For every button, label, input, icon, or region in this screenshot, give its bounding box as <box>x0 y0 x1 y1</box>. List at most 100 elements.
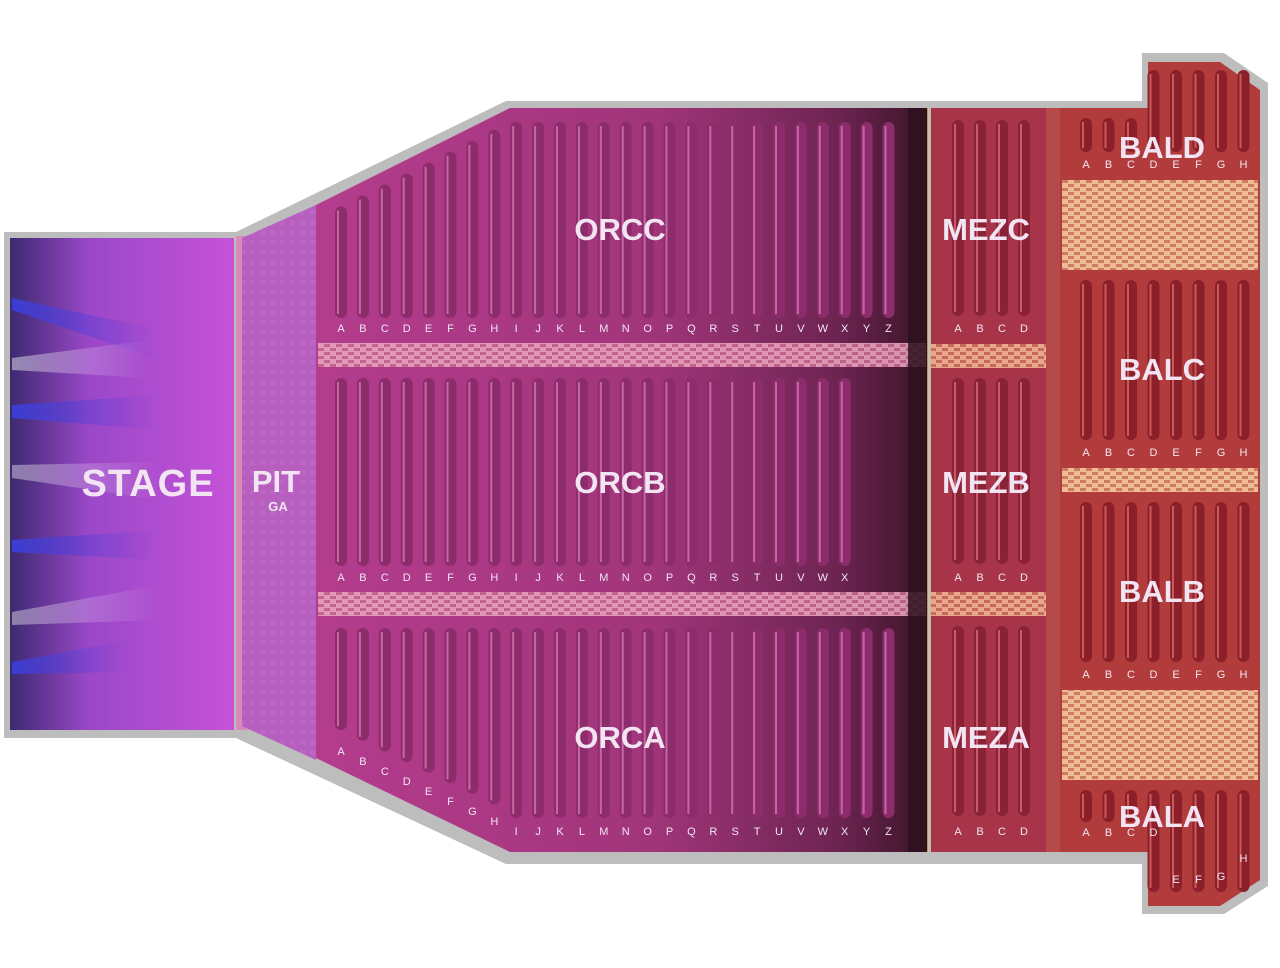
orca-row-z[interactable] <box>882 628 895 818</box>
orcb-row-d[interactable] <box>400 378 413 566</box>
orcc-row-f[interactable] <box>444 151 457 318</box>
orcc-row-s[interactable] <box>729 122 742 318</box>
bald-label: BALD <box>1119 130 1205 165</box>
orcb-row-g[interactable] <box>466 378 479 566</box>
orca-row-s[interactable] <box>729 628 742 818</box>
orca-row-a[interactable] <box>335 628 347 731</box>
orcc-row-b[interactable] <box>356 195 369 318</box>
orca-row-x[interactable] <box>838 628 851 818</box>
orcc-row-z[interactable] <box>882 122 895 318</box>
orca-row-c[interactable] <box>378 628 391 752</box>
balc-row-label: E <box>1172 447 1179 459</box>
bala-row-b[interactable] <box>1102 790 1115 822</box>
orca-row-d[interactable] <box>400 628 413 762</box>
orca-row-u[interactable] <box>773 628 785 818</box>
orcc-row-k[interactable] <box>554 122 566 318</box>
section-pit[interactable]: PIT GA <box>236 205 316 760</box>
orcb-row-highlight <box>577 382 580 562</box>
orcc-row-w[interactable] <box>816 122 829 318</box>
orcc-row-label: W <box>818 323 829 335</box>
stage-area: STAGE <box>10 238 234 730</box>
orcb-row-t[interactable] <box>751 378 764 566</box>
orcb-row-s[interactable] <box>729 378 742 566</box>
orcc-row-j[interactable] <box>532 122 545 318</box>
orcc-row-h[interactable] <box>488 129 501 318</box>
orcb-row-w[interactable] <box>816 378 829 566</box>
orcc-row-i[interactable] <box>510 122 523 318</box>
orcc-row-x[interactable] <box>838 122 851 318</box>
orcc-row-d[interactable] <box>400 173 413 318</box>
bala-row-a[interactable] <box>1080 790 1092 822</box>
orca-row-y[interactable] <box>860 628 873 818</box>
bala-row-label: D <box>1150 827 1158 839</box>
orcc-row-a[interactable] <box>335 206 347 319</box>
orca-row-b[interactable] <box>356 628 369 741</box>
orcc-row-highlight <box>731 126 734 314</box>
orca-row-w[interactable] <box>816 628 829 818</box>
orcc-row-y[interactable] <box>860 122 873 318</box>
orca-row-q[interactable] <box>685 628 698 818</box>
orca-row-j[interactable] <box>532 628 545 818</box>
orca-row-label: K <box>556 826 564 838</box>
balb-row-h[interactable] <box>1237 502 1250 662</box>
balc-row-a[interactable] <box>1080 280 1092 440</box>
balb-row-g[interactable] <box>1215 502 1227 662</box>
orca-row-h[interactable] <box>488 628 501 805</box>
orcb-row-u[interactable] <box>773 378 785 566</box>
orca-row-r[interactable] <box>707 628 720 818</box>
orcb-row-x[interactable] <box>838 378 851 566</box>
orcc-row-label: V <box>797 323 805 335</box>
orcc-row-g[interactable] <box>466 140 479 318</box>
orcc-row-q[interactable] <box>685 122 698 318</box>
orcb-row-label: F <box>447 572 454 584</box>
orcb-row-q[interactable] <box>685 378 698 566</box>
orca-row-v[interactable] <box>794 628 807 818</box>
orcb-row-r[interactable] <box>707 378 720 566</box>
orcb-row-b[interactable] <box>356 378 369 566</box>
orca-row-k[interactable] <box>554 628 566 818</box>
orcb-row-highlight <box>337 382 339 562</box>
balc-row-b[interactable] <box>1102 280 1115 440</box>
orcb-row-i[interactable] <box>510 378 523 566</box>
mezc-row-highlight <box>998 124 1000 312</box>
orcb-row-c[interactable] <box>378 378 391 566</box>
orcb-row-a[interactable] <box>335 378 347 566</box>
orcc-row-t[interactable] <box>751 122 764 318</box>
bald-row-g[interactable] <box>1215 70 1227 152</box>
bald-row-h[interactable] <box>1237 70 1250 152</box>
orcc-row-v[interactable] <box>794 122 807 318</box>
bala-row-h[interactable] <box>1237 790 1250 892</box>
orca-row-e[interactable] <box>422 628 435 773</box>
orcb-row-k[interactable] <box>554 378 566 566</box>
orcb-row-j[interactable] <box>532 378 545 566</box>
orca-row-i[interactable] <box>510 628 523 818</box>
orcb-row-f[interactable] <box>444 378 457 566</box>
orca-row-f[interactable] <box>444 628 457 784</box>
orcc-row-highlight <box>512 126 515 314</box>
orcc-row-e[interactable] <box>422 162 435 318</box>
orcb-row-v[interactable] <box>794 378 807 566</box>
orcc-row-r[interactable] <box>707 122 720 318</box>
bald-row-b[interactable] <box>1102 118 1115 152</box>
bald-row-a[interactable] <box>1080 118 1092 152</box>
orcc-row-u[interactable] <box>773 122 785 318</box>
balc-row-h[interactable] <box>1237 280 1250 440</box>
balb-row-b[interactable] <box>1102 502 1115 662</box>
orcc-row-c[interactable] <box>378 184 391 318</box>
balb-row-a[interactable] <box>1080 502 1092 662</box>
orca-row-t[interactable] <box>751 628 764 818</box>
orcb-row-h[interactable] <box>488 378 501 566</box>
orca-row-g[interactable] <box>466 628 479 794</box>
balc-row-g[interactable] <box>1215 280 1227 440</box>
orcb-row-e[interactable] <box>422 378 435 566</box>
